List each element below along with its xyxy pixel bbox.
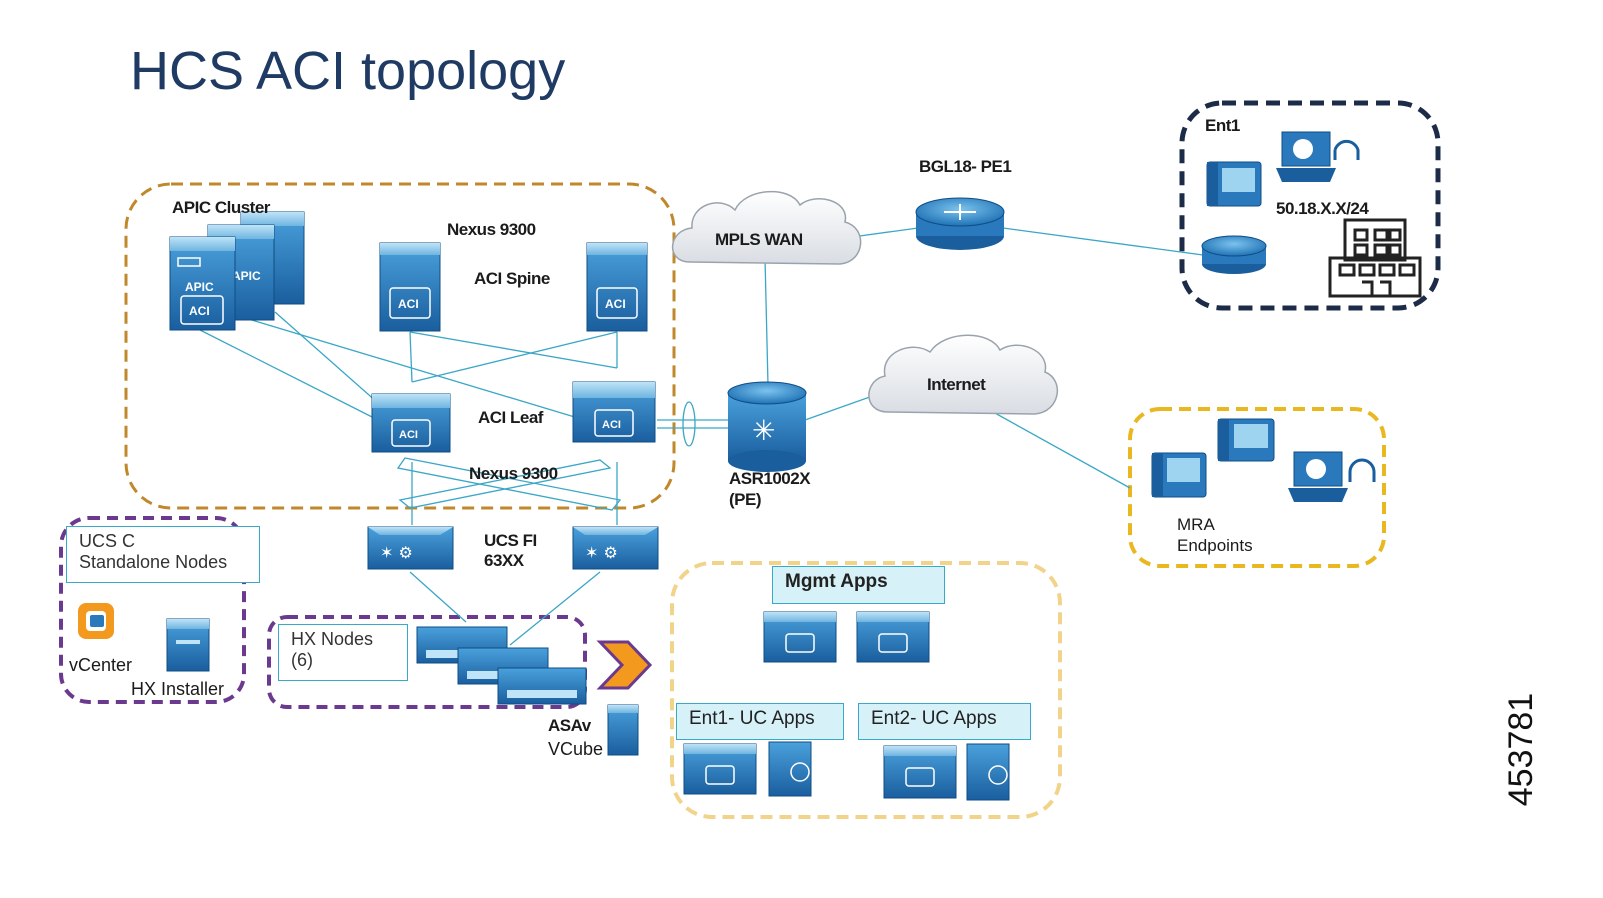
mpls-wan-label: MPLS WAN	[715, 230, 803, 249]
ent1-label: Ent1	[1205, 116, 1240, 135]
ent1-border	[1179, 100, 1441, 311]
aci-fabric-border	[124, 182, 676, 510]
ucs-c-line1: UCS C	[79, 531, 136, 551]
svg-text:ACI: ACI	[189, 304, 210, 318]
leaf-switch-1: ACI	[371, 393, 451, 453]
ent1-uc-app-node	[768, 741, 812, 797]
endpoints-label: Endpoints	[1177, 536, 1253, 555]
hx-node-3	[497, 667, 587, 705]
figure-id: 453781	[1502, 670, 1560, 830]
svg-text:ACI: ACI	[605, 297, 626, 311]
asr-label: ASR1002X	[729, 469, 811, 488]
vcenter-label: vCenter	[69, 655, 133, 675]
svg-text:✳: ✳	[752, 414, 775, 447]
asr-router: ✳	[727, 381, 807, 472]
hx-nodes-line1: HX Nodes	[291, 629, 374, 649]
aci-leaf-label: ACI Leaf	[478, 408, 543, 427]
mgmt-app-server-1	[763, 611, 837, 663]
nexus-bottom-label: Nexus 9300	[469, 464, 558, 483]
mgmt-border	[670, 561, 1062, 819]
hx-nodes-line2: (6)	[291, 650, 313, 670]
mra-desk-phone-1	[1151, 452, 1207, 498]
hx-nodes-box: HX Nodes (6)	[278, 624, 408, 681]
svg-text:APIC: APIC	[232, 269, 261, 283]
ucs-fi-2: ✶ ⚙	[572, 526, 659, 570]
spine-switch-2: ACI	[586, 242, 648, 332]
subnet-label: 50.18.X.X/24	[1276, 199, 1369, 218]
internet-label: Internet	[927, 375, 986, 394]
apic-server-1: APIC ACI	[169, 236, 236, 331]
svg-text:ACI: ACI	[602, 419, 621, 431]
bgl-pe-router	[915, 197, 1005, 250]
ent1-laptop	[1276, 131, 1360, 182]
hx-installer-icon	[166, 618, 210, 672]
svg-text:ACI: ACI	[398, 297, 419, 311]
mpls-wan-cloud	[671, 191, 862, 265]
vcenter-icon	[78, 603, 114, 639]
nexus-top-label: Nexus 9300	[447, 220, 536, 239]
ent1-building-icon	[1328, 218, 1422, 298]
ent2-uc-app-server	[883, 745, 957, 799]
ucs-fi-label: UCS FI	[484, 531, 537, 550]
mra-laptop	[1288, 451, 1376, 502]
hx-nodes-border	[267, 615, 587, 709]
ucs-c-box: UCS C Standalone Nodes	[66, 526, 260, 583]
svg-text:✶ ⚙: ✶ ⚙	[585, 543, 618, 562]
asav-label: ASAv	[548, 716, 591, 735]
spine-switch-1: ACI	[379, 242, 441, 332]
svg-text:APIC: APIC	[185, 280, 214, 294]
svg-text:✶ ⚙: ✶ ⚙	[380, 543, 413, 562]
link-lines	[199, 227, 1204, 646]
ucs-fi-model-label: 63XX	[484, 551, 524, 570]
leaf-switch-2: ACI	[572, 381, 656, 443]
internet-cloud	[868, 334, 1059, 415]
mra-desk-phone-2	[1217, 418, 1275, 462]
ent1-router	[1201, 235, 1267, 274]
ent1-uc-app-server	[683, 743, 757, 795]
ent1-desk-phone	[1206, 161, 1262, 207]
mgmt-apps-label: Mgmt Apps	[772, 566, 945, 604]
ent2-uc-apps-label: Ent2- UC Apps	[858, 703, 1031, 740]
aci-spine-label: ACI Spine	[474, 269, 550, 288]
page-title: HCS ACI topology	[130, 41, 566, 101]
ucs-c-line2: Standalone Nodes	[79, 552, 228, 572]
mra-label: MRA	[1177, 515, 1215, 534]
bgl-pe-label: BGL18- PE1	[919, 157, 1012, 176]
apic-cluster-label: APIC Cluster	[172, 198, 270, 217]
mgmt-app-server-2	[856, 611, 930, 663]
asr-pe-label: (PE)	[729, 490, 762, 509]
vcube-server-icon	[607, 704, 639, 756]
svg-text:ACI: ACI	[399, 429, 418, 441]
ucs-c-border	[59, 516, 246, 704]
asav-chevron-icon	[596, 640, 653, 690]
figure-id-text: 453781	[1502, 692, 1541, 807]
ucs-fi-1: ✶ ⚙	[367, 526, 454, 570]
ent2-uc-app-node	[966, 743, 1010, 801]
ent1-uc-apps-label: Ent1- UC Apps	[676, 703, 844, 740]
vcube-label: VCube	[548, 739, 604, 759]
hx-installer-label: HX Installer	[131, 679, 225, 699]
